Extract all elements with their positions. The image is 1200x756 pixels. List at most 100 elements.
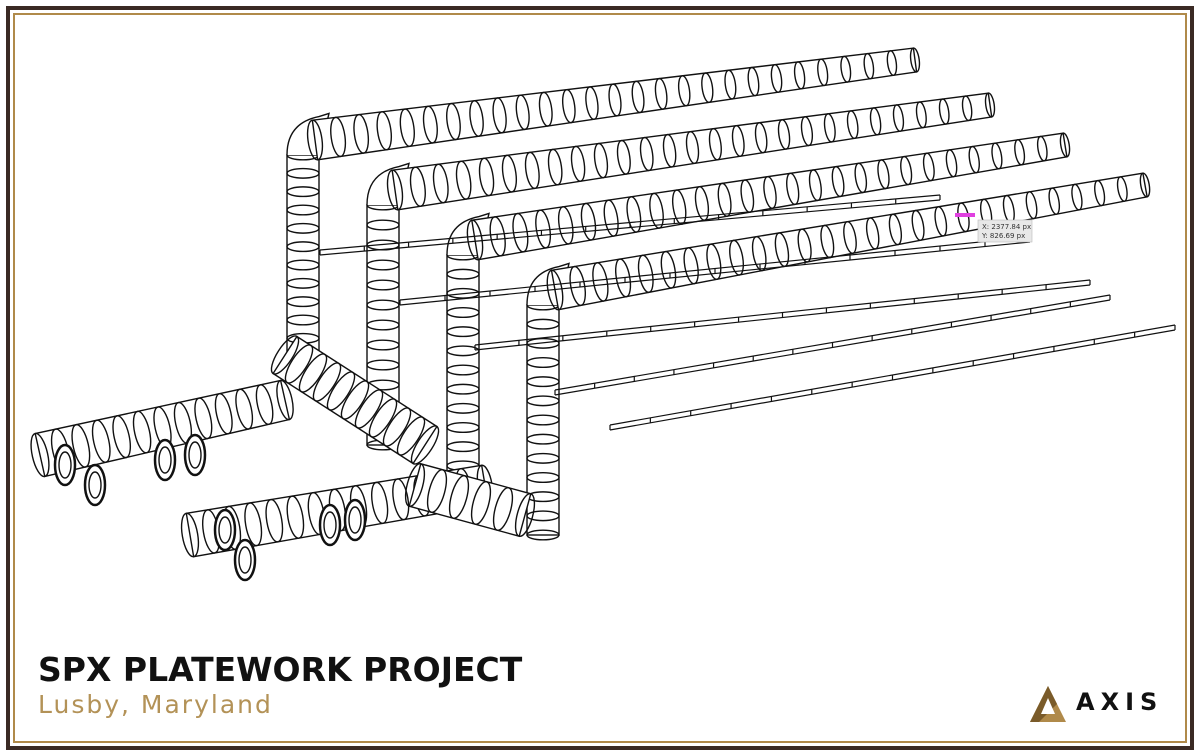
- riser-ring: [286, 277, 320, 289]
- pipe-ring: [404, 462, 426, 508]
- pipe-ring: [593, 142, 609, 179]
- pipe-ring: [685, 130, 700, 165]
- pipe-ring: [112, 415, 132, 459]
- pipe-ring: [1139, 172, 1151, 198]
- pipe-ring: [535, 209, 552, 249]
- pipe-ring: [922, 152, 935, 182]
- riser-ring: [446, 268, 480, 280]
- riser-ring: [446, 345, 480, 357]
- pipe-ring: [808, 169, 822, 202]
- pipe-ring: [368, 398, 398, 438]
- cursor-readout: X: 2377.84 px Y: 826.69 px: [955, 213, 1033, 243]
- pipe-ring: [823, 113, 836, 143]
- riser-ring: [286, 241, 320, 253]
- pipe-ring: [865, 217, 880, 250]
- pipe-ring: [489, 216, 506, 257]
- pipe-ring: [340, 380, 370, 420]
- pipe-ring: [194, 397, 213, 440]
- pipe-ring: [637, 254, 654, 294]
- pipe-ring: [800, 116, 814, 147]
- pipe-ring: [831, 165, 845, 198]
- pipe-ring: [265, 498, 284, 543]
- pipe-ring: [422, 105, 438, 144]
- pipe-ring: [276, 379, 294, 421]
- pipe-ring: [592, 262, 609, 302]
- pipe-ring: [654, 77, 668, 110]
- pipe-ring: [662, 133, 677, 168]
- pipe-ring: [708, 127, 722, 161]
- header-pipes: [53, 433, 367, 582]
- pipe-ring: [869, 107, 882, 136]
- riser-ring: [526, 414, 560, 426]
- pipe-ring: [843, 221, 857, 254]
- pipe-ring: [706, 243, 722, 281]
- pipe-ring: [284, 344, 314, 384]
- pipe-ring: [724, 69, 737, 100]
- pipe-ring: [30, 432, 50, 478]
- flange-inner: [88, 471, 102, 499]
- cursor-readout-x: X: 2377.84 px: [982, 223, 1031, 231]
- pipe-ring: [426, 468, 448, 514]
- riser-ring: [526, 318, 560, 330]
- pipe-ring: [863, 52, 875, 80]
- riser-ring: [286, 204, 320, 216]
- flange-disc: [213, 508, 237, 552]
- pipe-ring: [132, 410, 152, 454]
- pipe-runs: [30, 47, 1151, 558]
- pipe-ring: [492, 97, 507, 134]
- riser-ring: [366, 219, 400, 231]
- pipe-ring: [1014, 139, 1026, 166]
- flange-disc: [343, 498, 367, 542]
- axis-triangle-logo-icon: [1030, 686, 1066, 722]
- pipe-ring: [694, 186, 710, 221]
- pipe-ring: [478, 157, 495, 197]
- riser-ring: [526, 337, 560, 349]
- pipe-ring: [677, 75, 691, 107]
- pipe-ring: [1036, 135, 1048, 162]
- flange-inner: [348, 506, 362, 534]
- riser-ring: [286, 167, 320, 179]
- riser-ring: [526, 510, 560, 522]
- pipe-ring: [392, 478, 410, 521]
- riser-ring: [286, 296, 320, 308]
- cursor-readout-box: [977, 219, 1033, 243]
- pipe-ring: [326, 371, 356, 411]
- riser-ring: [526, 433, 560, 445]
- pipe-ring: [286, 495, 305, 539]
- riser-ring: [526, 357, 560, 369]
- pipe-ring: [354, 389, 384, 429]
- pipe-ring: [793, 61, 806, 90]
- axis-logo: AXIS: [1028, 684, 1168, 724]
- flange-inner: [238, 546, 252, 574]
- pipe-ring: [763, 175, 777, 210]
- pipe-ring: [892, 104, 905, 132]
- pipe-ring: [777, 119, 791, 150]
- pipe-ring: [886, 50, 898, 76]
- flange-inner: [323, 511, 337, 539]
- project-location: Lusby, Maryland: [38, 690, 273, 719]
- pipe-ring: [515, 94, 530, 131]
- pipe-ring: [466, 219, 484, 261]
- pipe-ring: [817, 58, 829, 87]
- pipe-ring: [91, 419, 111, 463]
- pipe-ring: [399, 108, 415, 148]
- pipe-ring: [915, 101, 927, 129]
- pipe-ring: [353, 113, 370, 154]
- pipe-ring: [911, 209, 925, 241]
- pipe-ring: [660, 250, 677, 289]
- pipe-ring: [797, 228, 812, 263]
- pipe-body: [272, 335, 438, 465]
- axis-logo-text: AXIS: [1076, 688, 1164, 716]
- pipe-ring: [561, 88, 576, 124]
- riser-ring: [286, 314, 320, 326]
- riser-ring: [286, 222, 320, 234]
- pipe-ring: [754, 122, 768, 154]
- pipe-ring: [469, 100, 484, 137]
- pipe-ring: [900, 155, 913, 186]
- pipe-ring: [961, 95, 973, 122]
- pipe-ring: [330, 116, 347, 158]
- pipe-ring: [683, 247, 699, 285]
- riser-ring: [446, 383, 480, 395]
- pipe-ring: [470, 480, 492, 526]
